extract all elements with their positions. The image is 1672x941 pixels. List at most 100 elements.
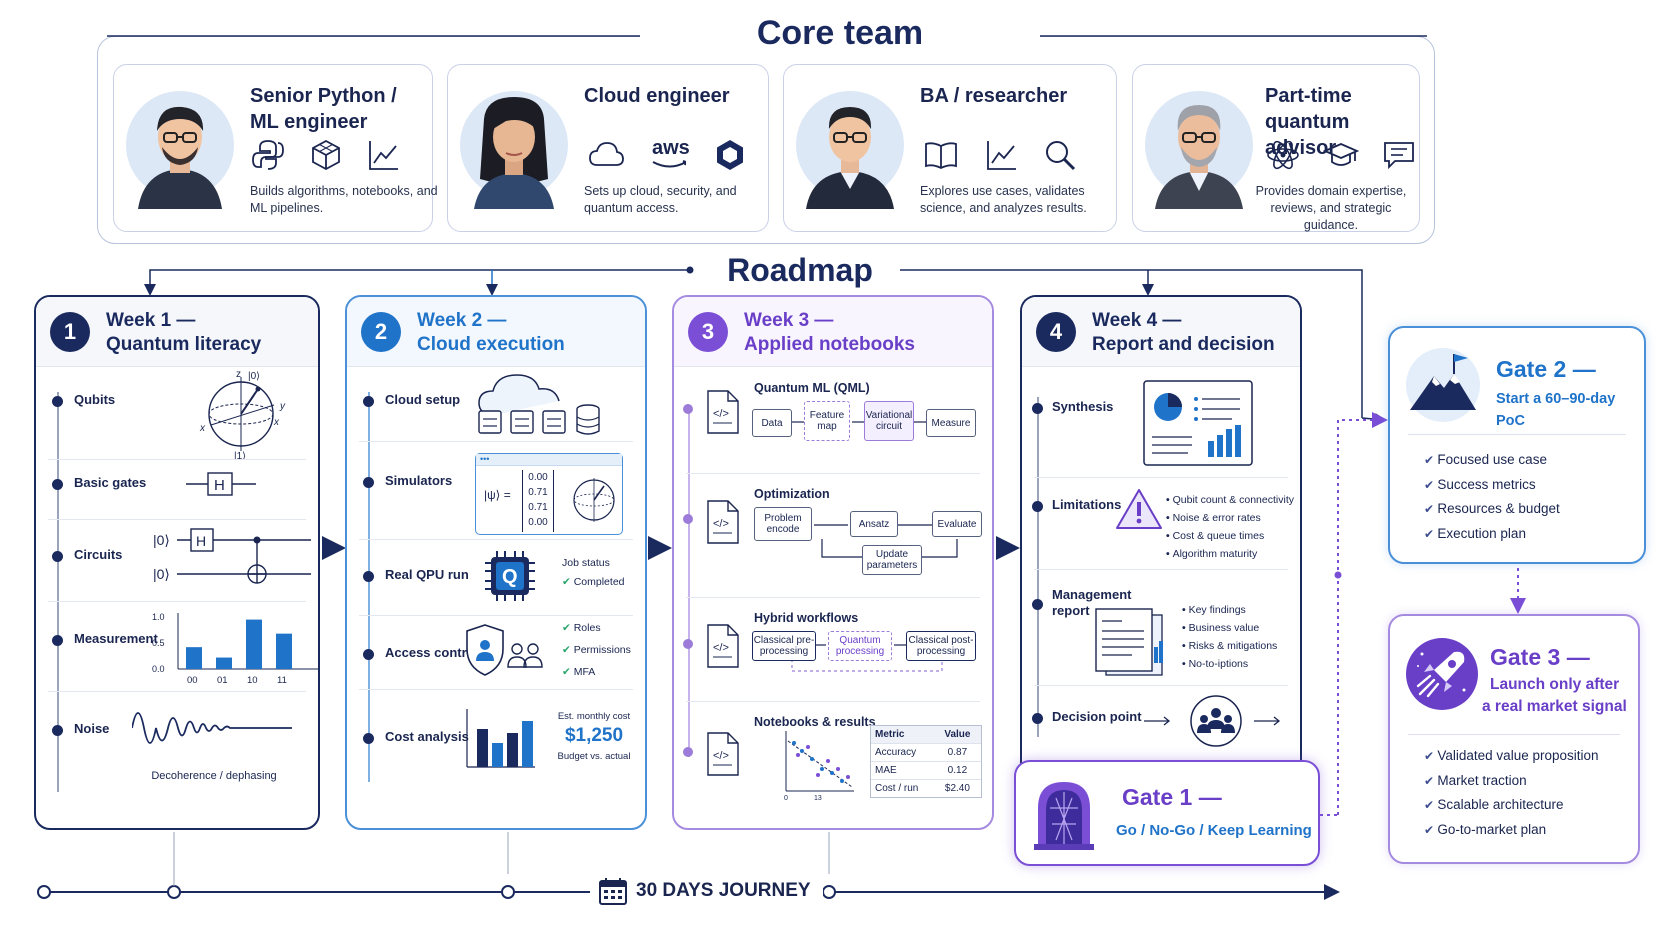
limitations-list: Qubit count & connectivityNoise & error … xyxy=(1166,491,1294,563)
week-title: Week 2 — xyxy=(417,310,507,331)
timeline-label: 30 DAYS JOURNEY xyxy=(636,880,811,901)
svg-text:Q: Q xyxy=(502,566,518,588)
decoherence-wave xyxy=(132,712,292,744)
svg-text:|1⟩: |1⟩ xyxy=(234,451,246,459)
decision-team-icon xyxy=(1144,695,1281,747)
section-title: Quantum ML (QML) xyxy=(754,381,870,395)
role-description: Provides domain expertise, reviews, and … xyxy=(1255,184,1407,232)
role-title-line2: ML engineer xyxy=(250,111,368,133)
bloch-sphere-diagram: z |0⟩ |1⟩ x y x xyxy=(199,369,286,459)
gate-title: Gate 2 — xyxy=(1496,356,1596,382)
svg-text:y: y xyxy=(279,401,286,412)
x-tick-label: 11 xyxy=(277,675,287,686)
avatar xyxy=(126,91,234,209)
avatar xyxy=(1145,91,1253,209)
cloud-servers-illustration xyxy=(478,374,600,435)
gate-1-card: Gate 1 — Go / No-Go / Keep Learning xyxy=(1014,760,1320,866)
cost-caption: Budget vs. actual xyxy=(557,751,631,762)
week-3-card: 3 Week 3 — Applied notebooks </> </> </>… xyxy=(672,295,994,830)
notebook-icon: </> xyxy=(707,624,739,668)
flow-box: Update parameters xyxy=(862,545,922,575)
svg-text:</>: </> xyxy=(713,750,729,762)
week-subtitle: Cloud execution xyxy=(417,334,565,355)
gate-2-card: Gate 2 — Start a 60–90-day PoC Focused u… xyxy=(1388,326,1646,564)
week-subtitle: Quantum literacy xyxy=(106,334,262,355)
section-title: Optimization xyxy=(754,487,830,501)
measurement-bar xyxy=(216,657,232,669)
role-description: Builds algorithms, notebooks, and ML pip… xyxy=(250,184,438,215)
flow-box: Classical post-processing xyxy=(906,631,976,661)
svg-text:H: H xyxy=(196,533,206,549)
job-status: Completed xyxy=(562,571,625,593)
week-1-card: 1 Week 1 — Quantum literacy Qubits z |0⟩… xyxy=(34,295,320,830)
gate-subtitle: Go / No-Go / Keep Learning xyxy=(1116,822,1312,839)
shield-users-icon xyxy=(466,624,543,676)
warning-icon xyxy=(1116,489,1162,529)
report-documents-icon xyxy=(1095,608,1163,676)
svg-text:|0⟩: |0⟩ xyxy=(248,371,260,382)
role-title: Part-time xyxy=(1265,85,1352,107)
flow-box: Problem encode xyxy=(754,507,812,541)
section-title: Hybrid workflows xyxy=(754,611,859,625)
week-title: Week 1 — xyxy=(106,310,196,331)
roadmap-title: Roadmap xyxy=(700,252,900,289)
access-checklist: RolesPermissionsMFA xyxy=(562,617,631,683)
table-row: Cost / run$2.40 xyxy=(871,779,981,797)
svg-text:13: 13 xyxy=(814,795,822,801)
svg-text:|0⟩: |0⟩ xyxy=(153,532,170,548)
team-card-ba-researcher: BA / researcher Explores use cases, vali… xyxy=(783,64,1117,232)
circuit-diagram: |0⟩ |0⟩ H xyxy=(153,528,311,584)
y-tick-label: 1.0 xyxy=(152,612,165,622)
svg-text:</>: </> xyxy=(713,408,729,420)
aws-text: aws xyxy=(652,137,690,159)
gate-title: Gate 1 — xyxy=(1122,784,1222,810)
team-card-cloud-engineer: Cloud engineer aws Sets up cloud, securi… xyxy=(447,64,769,232)
gate-arch-icon xyxy=(1034,782,1094,850)
svg-text:0: 0 xyxy=(784,795,788,801)
measurement-bar xyxy=(186,647,202,669)
noise-caption: Decoherence / dephasing xyxy=(151,770,277,782)
team-card-ml-engineer: Senior Python / ML engineer Builds algor… xyxy=(113,64,438,232)
aws-icon: aws xyxy=(650,137,690,173)
hybrid-flow-arrows xyxy=(791,644,943,672)
svg-text:|0⟩: |0⟩ xyxy=(153,566,170,582)
results-scatter-plot: 0 13 xyxy=(784,731,854,801)
avatar xyxy=(460,91,568,209)
y-tick-label: 0.0 xyxy=(152,664,165,674)
svg-text:</>: </> xyxy=(713,642,729,654)
week-subtitle: Report and decision xyxy=(1092,334,1275,355)
x-tick-label: 00 xyxy=(187,675,198,686)
gate-subtitle: Start a 60–90-day PoC xyxy=(1496,391,1616,429)
svg-text:</>: </> xyxy=(713,518,729,530)
synthesis-dashboard-icon xyxy=(1143,380,1253,466)
python-icon xyxy=(252,140,284,170)
week-4-card: 4 Week 4 — Report and decision Synthesis… xyxy=(1020,295,1302,765)
qpu-chip-icon: Q xyxy=(485,551,535,601)
cost-label: Est. monthly cost xyxy=(557,711,631,722)
role-title: BA / researcher xyxy=(920,85,1068,107)
week-title: Week 3 — xyxy=(744,310,834,331)
hadamard-gate-diagram: H xyxy=(186,472,256,496)
flow-box: Evaluate xyxy=(932,511,982,537)
week-title: Week 4 — xyxy=(1092,310,1182,331)
measurement-bar xyxy=(246,619,262,669)
hexagon-icon xyxy=(717,140,743,170)
gate-3-checklist: Validated value propositionMarket tracti… xyxy=(1424,744,1598,842)
gate-2-checklist: Focused use caseSuccess metricsResources… xyxy=(1424,448,1559,546)
optimization-flow-arrows xyxy=(814,524,958,558)
atom-icon xyxy=(1267,140,1299,170)
cloud-icon xyxy=(589,142,624,166)
flow-box: Quantum processing xyxy=(828,631,892,661)
week-number: 2 xyxy=(361,312,401,352)
week-number: 1 xyxy=(50,312,90,352)
measurement-bar xyxy=(276,633,292,669)
flow-box: Classical pre-processing xyxy=(752,631,816,661)
week-2-card: 2 Week 2 — Cloud execution Cloud setup S… xyxy=(345,295,647,830)
x-tick-label: 01 xyxy=(217,675,228,686)
book-icon xyxy=(925,142,957,170)
flow-box: Ansatz xyxy=(850,511,898,537)
